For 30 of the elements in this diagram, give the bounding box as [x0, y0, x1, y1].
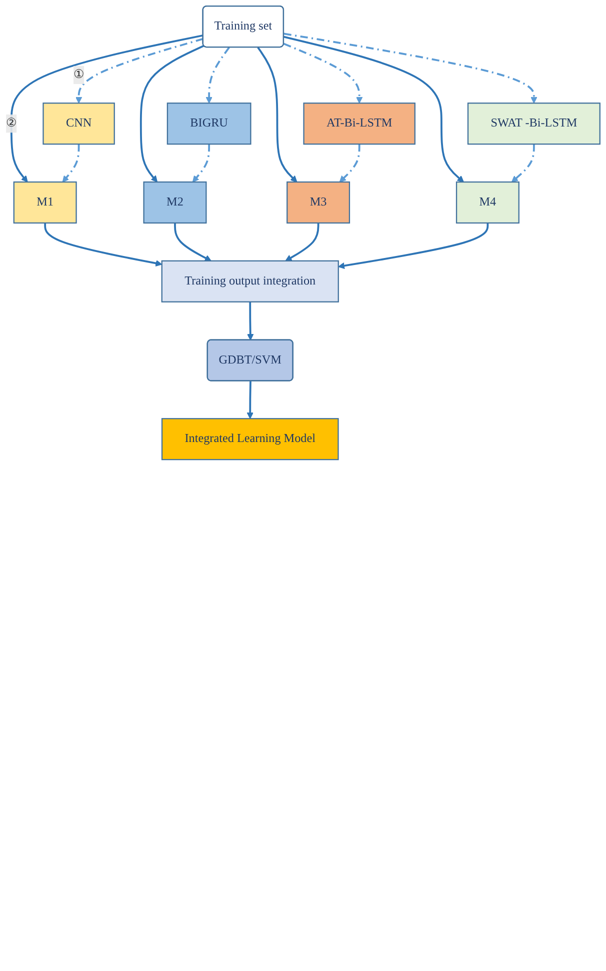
arrow [174, 222, 212, 262]
arrow [339, 144, 360, 182]
node-box: SWAT -Bi-LSTM [467, 102, 600, 145]
arrow [246, 381, 254, 419]
node-box: CNN [42, 102, 115, 145]
arrow [511, 144, 535, 182]
arrow [75, 38, 204, 104]
node-box: Integrated Learning Model [161, 418, 339, 460]
node-box: Training output integration [161, 260, 339, 302]
arrow [62, 144, 80, 182]
arrow [247, 302, 254, 340]
arrow [10, 34, 204, 182]
arrow [283, 42, 363, 104]
arrow [206, 46, 230, 104]
arrow [285, 222, 320, 262]
node-box: AT-Bi-LSTM [303, 102, 416, 145]
arrow [192, 144, 210, 182]
arrow [284, 36, 464, 182]
node-box: M2 [143, 181, 207, 224]
arrow [284, 32, 538, 104]
node-box: BIGRU [166, 102, 252, 145]
edge-label: ① [73, 68, 84, 82]
arrow [44, 222, 162, 267]
arrow [338, 222, 489, 270]
arrow [140, 44, 204, 182]
node-box: M3 [286, 181, 350, 224]
arrow [257, 46, 298, 182]
node-box: M1 [13, 181, 77, 224]
edge-label: ② [6, 116, 17, 130]
node-box: M4 [456, 181, 520, 224]
